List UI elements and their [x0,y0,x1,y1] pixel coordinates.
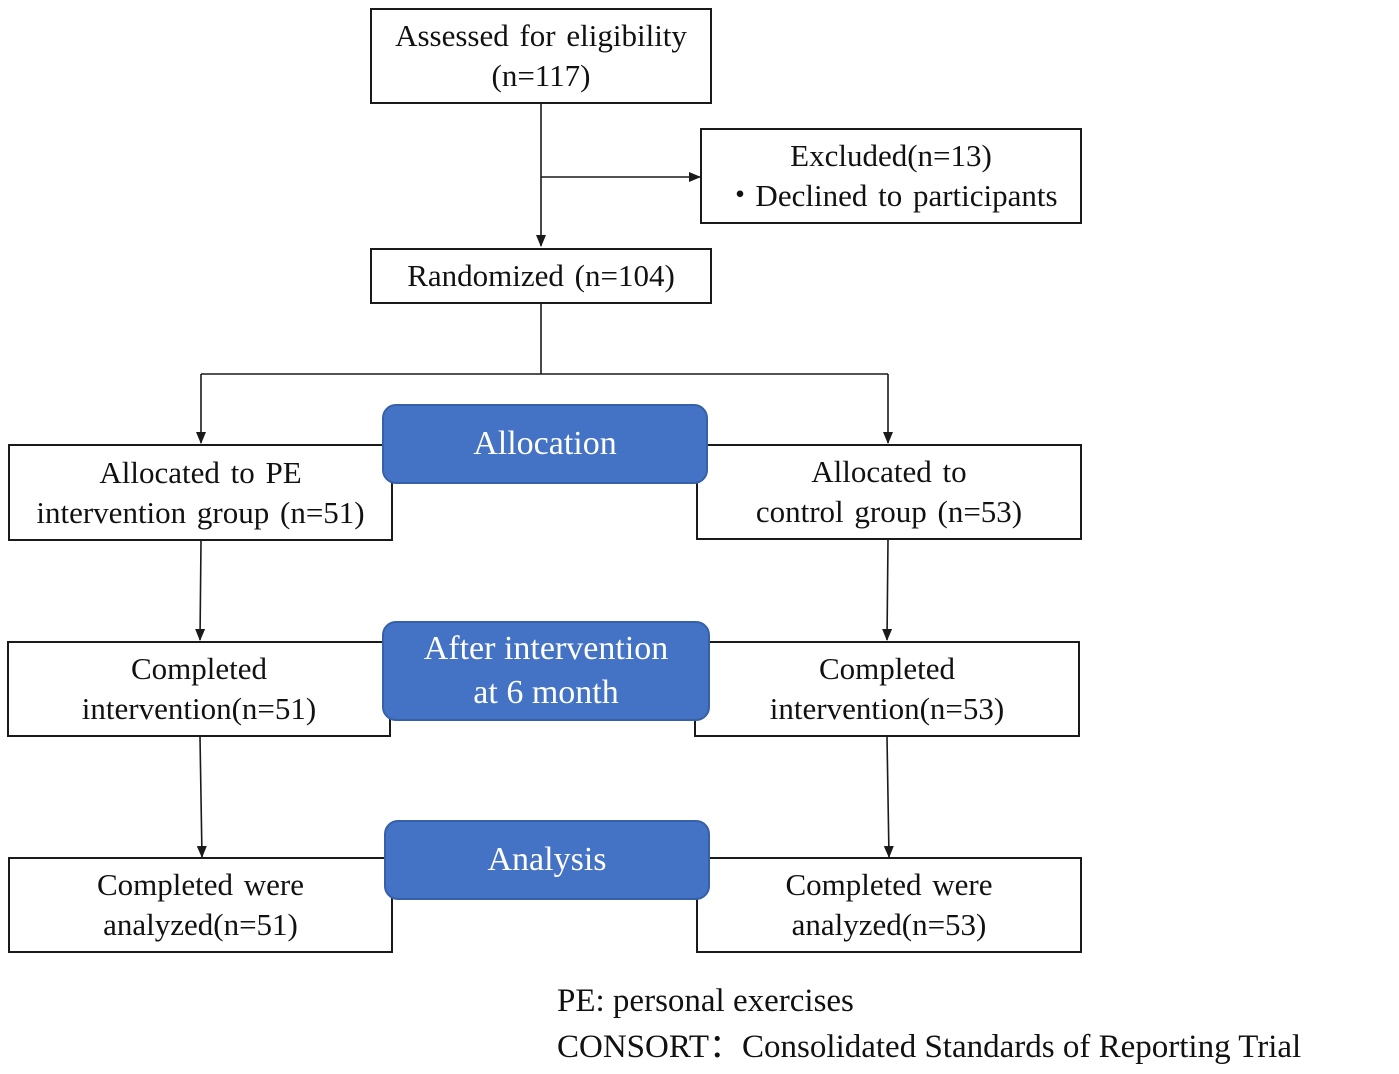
analyzed-pe-label: Completed were [96,867,304,902]
stage-allocation: Allocation [382,404,708,484]
arrow-pe-to-analyzed [196,736,207,858]
excluded-count: Excluded(n=13) [790,138,992,173]
analyzed-pe-count: analyzed(n=51) [103,907,298,942]
assessed-box: Assessed for eligibility (n=117) [370,8,712,104]
allocated-control-box: Allocated to control group (n=53) [696,444,1082,540]
arrow-pe-to-completed [195,540,206,641]
analyzed-control-box: Completed were analyzed(n=53) [696,857,1082,953]
allocated-control-label: Allocated to [811,454,967,489]
footnote-pe: PE: personal exercises [557,983,854,1019]
stage-after-intervention: After intervention at 6 month [382,621,710,721]
stage-after-intervention-line2: at 6 month [473,674,619,711]
stage-after-intervention-line1: After intervention [423,630,669,667]
completed-control-label: Completed [818,651,956,686]
excluded-box: Excluded(n=13) ・Declined to participants [700,128,1082,224]
analyzed-control-count: analyzed(n=53) [791,907,987,942]
allocated-pe-label: Allocated to PE [99,454,302,490]
arrow-control-to-completed [882,539,893,641]
randomized-box: Randomized (n=104) [370,248,712,304]
excluded-reason: ・Declined to participants [724,178,1058,213]
allocated-pe-count: intervention group (n=51) [36,494,365,530]
completed-control-box: Completed intervention(n=53) [694,641,1080,737]
stage-analysis: Analysis [384,820,710,900]
footnote-consort: CONSORT：Consolidated Standards of Report… [557,1029,1302,1065]
completed-pe-label: Completed [130,651,268,686]
allocated-pe-box: Allocated to PE intervention group (n=51… [8,444,393,541]
analyzed-control-label: Completed were [785,867,993,902]
stage-allocation-label: Allocation [473,425,617,462]
stage-analysis-label: Analysis [487,841,607,878]
completed-pe-box: Completed intervention(n=51) [7,641,391,737]
completed-pe-count: intervention(n=51) [81,691,317,726]
analyzed-pe-box: Completed were analyzed(n=51) [8,857,393,953]
allocated-control-count: control group (n=53) [755,494,1023,529]
randomized-label: Randomized (n=104) [407,258,675,293]
assessed-label: Assessed for eligibility [395,18,687,53]
completed-control-count: intervention(n=53) [769,691,1005,726]
arrow-control-to-analyzed [883,736,894,858]
assessed-count: (n=117) [491,58,591,93]
